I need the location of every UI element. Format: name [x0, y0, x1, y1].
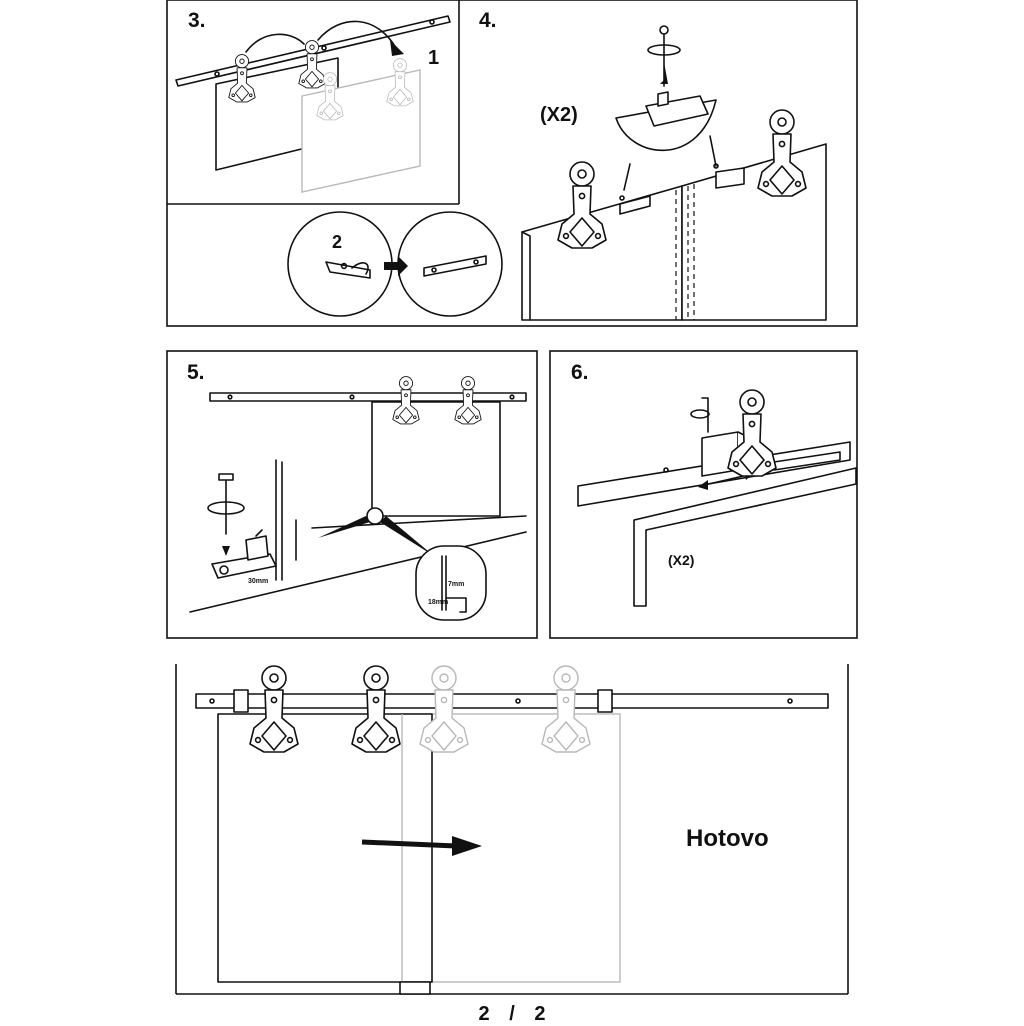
page-indicator: 2 / 2 [0, 1003, 1024, 1026]
rail [195, 693, 829, 709]
rail [209, 392, 527, 402]
step-5-number: 5. [187, 361, 205, 384]
page-separator: / [509, 1003, 515, 1025]
door-panel [217, 713, 433, 983]
right-arrow-icon [361, 839, 457, 849]
detail-zoom [415, 545, 487, 621]
panel-frame [549, 350, 858, 639]
door-panel-ghost [401, 713, 621, 983]
lift-arrow-2 [317, 20, 397, 49]
screw-icon [222, 546, 230, 556]
panel-steps-3-4: 3. 1 2 [166, 0, 858, 327]
panel-step-5: 5. 30mm 7mm 18mm [166, 350, 538, 639]
panel-step-6: 6. (X2) [549, 350, 858, 639]
right-arrow-icon [384, 256, 408, 276]
door-left [521, 185, 683, 321]
dimension-7mm: 7mm [448, 581, 464, 588]
page-total: 2 [534, 1003, 546, 1025]
rotate-arrow-icon [690, 409, 710, 419]
step-6-multiplier: (X2) [668, 552, 694, 568]
done-label: Hotovo [686, 825, 769, 852]
door-panel [633, 467, 857, 607]
lift-arrow-1 [245, 33, 305, 53]
step-4: 4. (X2) [479, 9, 827, 321]
dimension-18mm: 18mm [428, 599, 448, 606]
step-3-number: 3. [188, 9, 206, 32]
step-3-substep-2: 2 [332, 232, 342, 252]
panel-final: Hotovo [175, 664, 849, 995]
screw-icon [619, 195, 625, 201]
floor-guide [399, 981, 431, 995]
dimension-30mm: 30mm [248, 578, 268, 585]
door-right [681, 143, 827, 321]
rotate-arrow-icon [207, 501, 245, 515]
step-3: 3. 1 2 [175, 9, 503, 317]
rotate-arrow-icon [351, 262, 369, 275]
step-4-multiplier: (X2) [540, 104, 578, 126]
hex-key-icon [701, 397, 709, 433]
panel-frame [166, 350, 538, 639]
page-current: 2 [478, 1003, 490, 1025]
rotate-arrow-icon [647, 44, 681, 56]
panel-frame [166, 0, 858, 327]
step-3-substep-1: 1 [428, 47, 439, 69]
step-6-number: 6. [571, 361, 589, 384]
step-4-number: 4. [479, 9, 497, 32]
